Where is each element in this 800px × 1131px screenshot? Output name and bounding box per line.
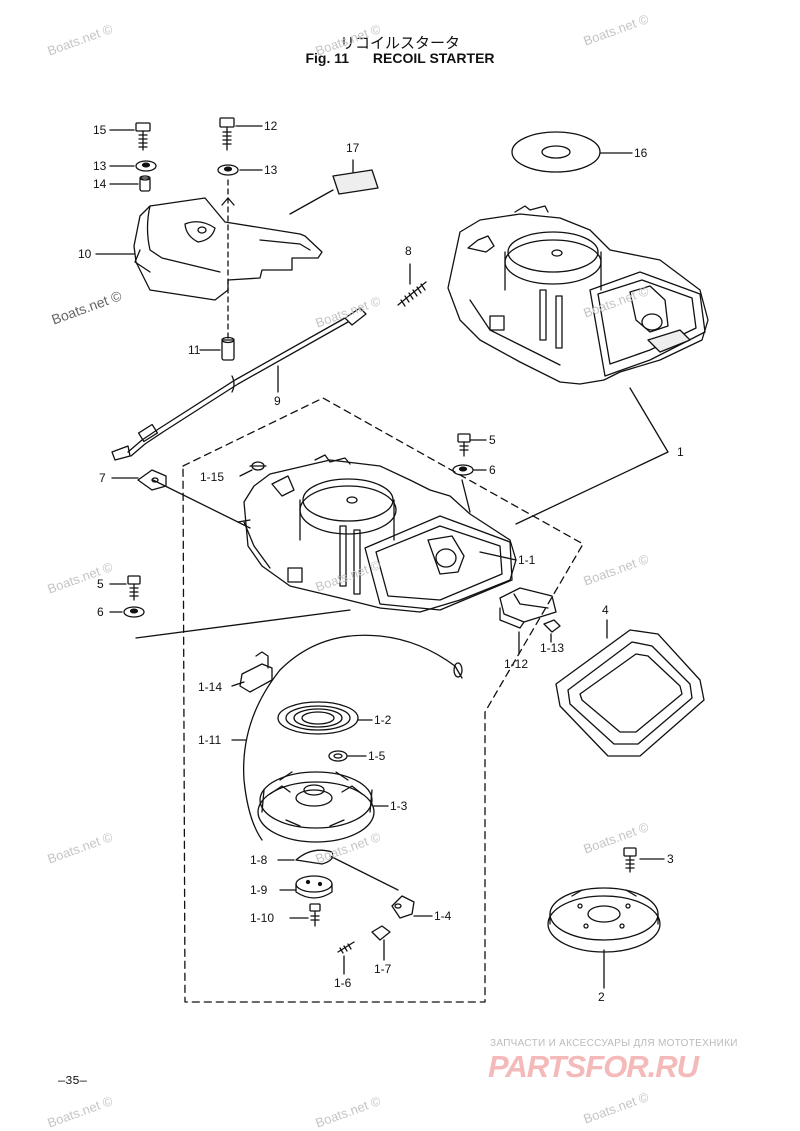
callout-9: 9 xyxy=(274,394,281,408)
starter-assembly-1 xyxy=(447,205,709,385)
rope-1-11 xyxy=(242,634,463,841)
figure-title-row: Fig. 11 RECOIL STARTER xyxy=(0,50,800,66)
callout-3: 3 xyxy=(667,852,674,866)
callout-1-1: 1-1 xyxy=(518,553,536,567)
callout-1-11: 1-11 xyxy=(198,733,222,747)
page-number: —35— xyxy=(58,1074,87,1088)
callout-7: 7 xyxy=(99,471,106,485)
pin-1-15 xyxy=(249,461,267,471)
callout-12: 12 xyxy=(264,119,278,133)
leader-reel-connector xyxy=(329,855,399,891)
pin-1-6 xyxy=(337,941,355,975)
gasket-4 xyxy=(555,629,705,757)
bolt-5a xyxy=(457,433,471,457)
callout-1-8: 1-8 xyxy=(250,853,268,867)
bracket-1-14 xyxy=(239,651,273,693)
callout-1-7: 1-7 xyxy=(374,962,392,976)
bolt-12 xyxy=(219,117,235,151)
washer-13a xyxy=(135,160,157,172)
callout-6a: 6 xyxy=(489,463,496,477)
callout-1-12: 1-12 xyxy=(504,657,529,671)
starter-case-1-1 xyxy=(237,454,517,613)
connector-1-4 xyxy=(391,895,415,919)
callout-1-5: 1-5 xyxy=(368,749,386,763)
spring-1-7 xyxy=(371,925,391,961)
callout-1: 1 xyxy=(677,445,684,459)
bolt-15 xyxy=(135,122,151,151)
callout-1-3: 1-3 xyxy=(390,799,408,813)
kit-boundary xyxy=(182,397,584,1003)
spring-8 xyxy=(397,263,427,307)
callout-1-13: 1-13 xyxy=(540,641,565,655)
pulley-2 xyxy=(547,887,661,953)
callout-1-10: 1-10 xyxy=(250,911,275,925)
clip-1-5 xyxy=(328,750,348,762)
leader-6b xyxy=(135,609,351,639)
collar-14 xyxy=(139,175,151,192)
leader-17 xyxy=(289,189,334,215)
callout-1-15: 1-15 xyxy=(200,470,225,484)
washer-6a xyxy=(452,464,474,476)
bolt-1-10 xyxy=(309,903,321,927)
callout-17: 17 xyxy=(346,141,360,155)
callout-1-6: 1-6 xyxy=(334,976,352,990)
cable-9 xyxy=(111,307,367,461)
spiral-spring-1-2 xyxy=(277,701,359,735)
callout-1-4: 1-4 xyxy=(434,909,452,923)
leader-6a xyxy=(461,479,471,513)
callout-1-14: 1-14 xyxy=(198,680,223,694)
leader-1-14 xyxy=(231,681,245,687)
callout-14: 14 xyxy=(93,177,107,191)
brand-tagline: ЗАПЧАСТИ И АКСЕССУАРЫ ДЛЯ МОТОТЕХНИКИ xyxy=(490,1038,738,1049)
callout-16: 16 xyxy=(634,146,648,160)
figure-title-japanese: リコイルスタータ xyxy=(339,34,460,52)
plate-17 xyxy=(332,159,379,195)
handle-1-12 xyxy=(499,587,557,629)
callout-15: 15 xyxy=(93,123,107,137)
plug-1-13 xyxy=(543,619,561,633)
clip-7 xyxy=(137,469,167,491)
washer-6b xyxy=(123,606,145,618)
callout-10: 10 xyxy=(78,247,92,261)
callout-1-9: 1-9 xyxy=(250,883,268,897)
callout-5b: 5 xyxy=(97,577,104,591)
spring-clip-1-8 xyxy=(295,849,334,865)
ratchet-1-9 xyxy=(295,875,333,899)
callout-13a: 13 xyxy=(93,159,107,173)
bolt-3 xyxy=(623,847,637,873)
figure-title: RECOIL STARTER xyxy=(372,50,495,66)
washer-16 xyxy=(511,131,601,173)
callout-1-2: 1-2 xyxy=(374,713,392,727)
leader-1-1 xyxy=(479,551,517,561)
cover-10 xyxy=(133,197,323,301)
leader-7 xyxy=(152,479,251,529)
callout-2: 2 xyxy=(598,990,605,1004)
callout-11: 11 xyxy=(188,343,201,357)
reel-1-3 xyxy=(257,771,375,843)
callout-4: 4 xyxy=(602,603,609,617)
callout-13b: 13 xyxy=(264,163,278,177)
washer-13b xyxy=(217,164,239,176)
callout-6b: 6 xyxy=(97,605,104,619)
figure-number: Fig. 11 xyxy=(305,50,350,66)
bolt-5b xyxy=(127,575,141,601)
brand-logo: PARTSFOR.RU xyxy=(488,1049,699,1084)
leader-1-15 xyxy=(239,469,253,477)
callout-5a: 5 xyxy=(489,433,496,447)
leader-1 xyxy=(515,387,669,525)
collar-11 xyxy=(221,336,235,361)
callout-8: 8 xyxy=(405,244,412,258)
